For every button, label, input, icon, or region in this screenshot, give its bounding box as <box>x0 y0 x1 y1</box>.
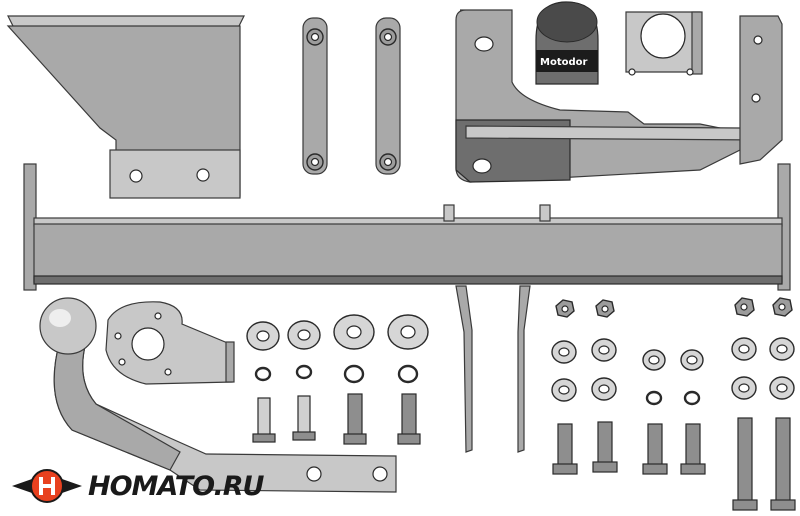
site-logo[interactable]: HOMATO.RU <box>10 466 264 506</box>
socket-holder-bracket <box>625 11 703 76</box>
vertical-strap-left <box>302 17 328 175</box>
tow-ball-arm <box>39 297 397 493</box>
nuts-washers-center-group <box>551 299 704 406</box>
logo-text: HOMATO.RU <box>88 470 264 502</box>
bolts-center-group <box>552 421 706 475</box>
cap-brand-label: Motodor <box>540 57 588 68</box>
main-cross-beam <box>23 163 791 291</box>
bolts-left-group <box>252 393 421 445</box>
spring-washers-left <box>254 364 419 384</box>
socket-mounting-plate <box>105 301 235 385</box>
tow-ball-cap: Motodor <box>535 1 599 85</box>
center-side-bracket <box>455 9 761 183</box>
h-wing-emblem-icon <box>12 469 82 503</box>
bent-support-straps <box>455 285 531 453</box>
right-fastener-group <box>731 297 796 511</box>
right-side-plate <box>739 15 783 165</box>
left-mounting-bracket <box>6 15 245 199</box>
vertical-strap-right <box>375 17 401 175</box>
large-washers-row <box>246 314 429 351</box>
